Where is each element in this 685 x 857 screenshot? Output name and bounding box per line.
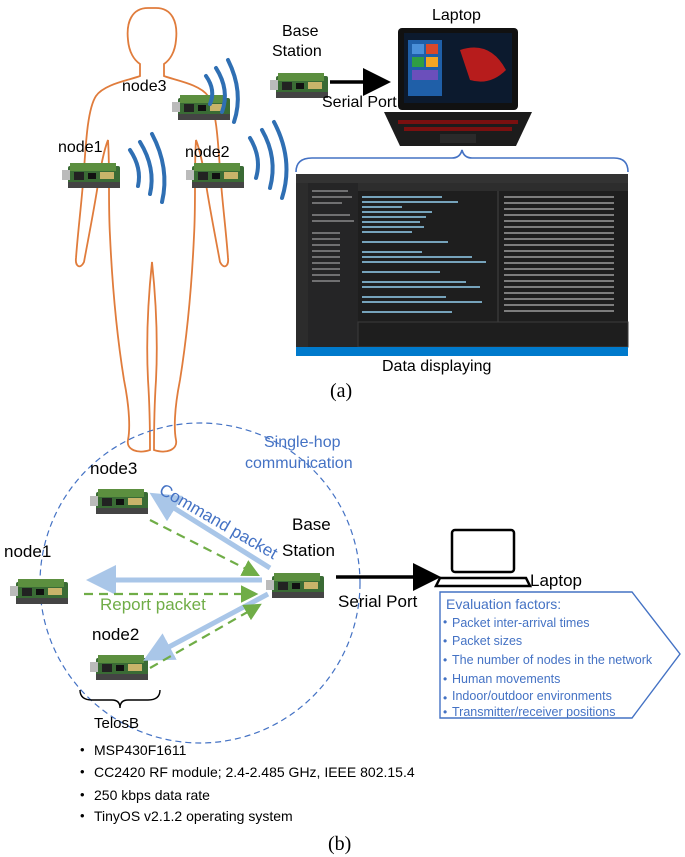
base-station-mote-a [270, 73, 328, 98]
laptop-image [384, 28, 532, 146]
node2-label-b: node2 [92, 625, 139, 644]
node3-mote-b [90, 489, 148, 514]
base-label-b: Base [292, 515, 331, 534]
laptop-icon [433, 528, 533, 588]
evaluation-factor-1: Packet inter-arrival times [452, 616, 590, 630]
caption-a: (a) [330, 380, 352, 402]
svg-text:•: • [443, 705, 447, 719]
node2-mote-a [186, 163, 244, 188]
telosb-spec-1: MSP430F1611 [94, 742, 187, 758]
panel-b: Single-hop communication node3 node1 nod… [4, 422, 681, 855]
base-label-a: Base [282, 23, 319, 40]
node2-mote-b [90, 655, 148, 680]
node1-mote-b [10, 579, 68, 604]
vscode-screenshot [296, 174, 629, 356]
caption-b: (b) [328, 833, 351, 855]
panel-a: node3 node1 node2 Base Station Serial Po… [58, 7, 629, 453]
single-hop-label-2: communication [245, 455, 353, 472]
telosb-spec-2: CC2420 RF module; 2.4-2.485 GHz, IEEE 80… [94, 764, 415, 780]
telosb-label: TelosB [94, 715, 139, 732]
svg-text:•: • [80, 787, 85, 802]
report-packet-label: Report packet [100, 595, 206, 614]
evaluation-factor-4: Human movements [452, 672, 560, 686]
svg-text:•: • [443, 634, 447, 648]
evaluation-callout [439, 591, 681, 719]
node2-label-a: node2 [185, 144, 230, 161]
svg-text:•: • [443, 653, 447, 667]
report-arrows [84, 519, 262, 669]
evaluation-factor-3: The number of nodes in the network [452, 653, 653, 667]
node3-mote-a [172, 95, 230, 120]
node3-label-b: node3 [90, 459, 137, 478]
brace-a [295, 149, 629, 173]
station-label-b: Station [282, 541, 335, 560]
base-station-mote-b [266, 573, 324, 598]
svg-text:•: • [443, 691, 447, 705]
node3-label-a: node3 [122, 78, 167, 95]
svg-text:•: • [80, 742, 85, 757]
telosb-brace [79, 689, 161, 709]
human-body-outline [74, 7, 230, 453]
svg-text:•: • [80, 764, 85, 779]
station-label-a: Station [272, 43, 322, 60]
serial-port-label-a: Serial Port [322, 94, 397, 111]
node1-label-b: node1 [4, 542, 51, 561]
evaluation-factor-2: Packet sizes [452, 634, 522, 648]
node1-label-a: node1 [58, 139, 103, 156]
telosb-spec-3: 250 kbps data rate [94, 787, 210, 803]
svg-text:•: • [80, 808, 85, 823]
single-hop-label-1: Single-hop [264, 434, 341, 451]
telosb-specs: • • • • MSP430F1611 CC2420 RF module; 2.… [80, 742, 415, 824]
data-displaying-label: Data displaying [382, 358, 491, 375]
node1-mote-a [62, 163, 120, 188]
telosb-spec-4: TinyOS v2.1.2 operating system [94, 808, 293, 824]
evaluation-factor-5: Indoor/outdoor environments [452, 689, 612, 703]
laptop-label-b: Laptop [530, 571, 582, 590]
laptop-label-a: Laptop [432, 7, 481, 24]
evaluation-title: Evaluation factors: [446, 596, 561, 612]
svg-text:•: • [443, 672, 447, 686]
svg-text:•: • [443, 615, 447, 629]
evaluation-factor-6: Transmitter/receiver positions [452, 705, 615, 719]
radio-waves [128, 58, 289, 204]
command-packet-label: Command packet [156, 480, 281, 563]
serial-port-label-b: Serial Port [338, 592, 418, 611]
